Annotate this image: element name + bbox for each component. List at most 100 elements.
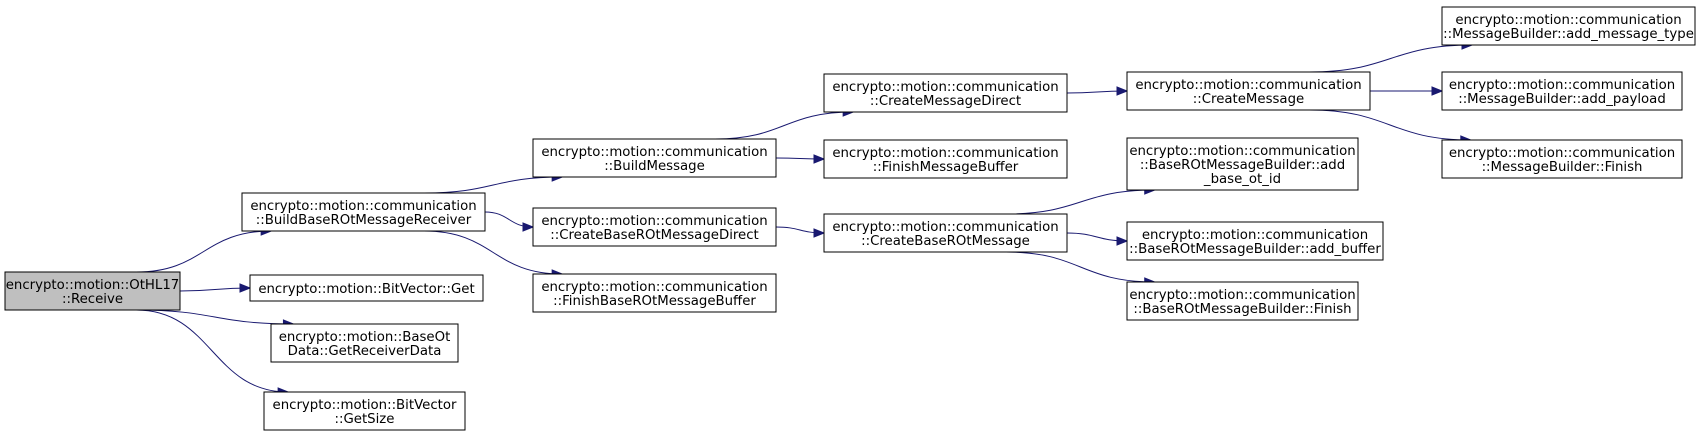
node-label-line: ::GetSize [335, 412, 395, 427]
node-mb-add-payload[interactable]: encrypto::motion::communication::Message… [1441, 71, 1683, 111]
edge-create-base-rot-msg-direct-to-create-base-rot-message [775, 226, 826, 238]
node-label-line: ::CreateBaseROtMessageDirect [550, 228, 759, 243]
node-label-line: _base_ot_id [1203, 172, 1281, 187]
node-receive[interactable]: encrypto::motion::OtHL17::Receive [4, 271, 181, 311]
node-bitvector-getsize[interactable]: encrypto::motion::BitVector::GetSize [263, 391, 466, 431]
node-box [532, 273, 777, 313]
edge-create-message-to-mb-add-message-type [1309, 40, 1474, 73]
node-box [1126, 71, 1371, 111]
node-label-line: encrypto::motion::communication [541, 214, 767, 229]
edge-arrowhead [813, 154, 826, 164]
edge-line [424, 230, 563, 275]
node-rot-finish[interactable]: encrypto::motion::communication::BaseROt… [1126, 281, 1359, 321]
edge-line [424, 176, 563, 194]
node-label-line: encrypto::motion::communication [1129, 144, 1355, 159]
node-rot-add-base-ot-id[interactable]: encrypto::motion::communication::BaseROt… [1126, 137, 1359, 191]
node-box [4, 271, 181, 311]
node-box [1441, 71, 1683, 111]
node-label-line: ::BaseROtMessageBuilder::add_buffer [1129, 242, 1381, 257]
node-box [1126, 281, 1359, 321]
node-label-line: encrypto::motion::communication [541, 145, 767, 160]
node-box [1441, 139, 1683, 179]
node-label-line: encrypto::motion::communication [832, 146, 1058, 161]
edge-line [1309, 44, 1473, 73]
node-label-line: ::MessageBuilder::add_payload [1458, 92, 1666, 107]
nodes-layer: encrypto::motion::OtHL17::Receiveencrypt… [4, 6, 1696, 431]
node-build-base-rot-msg-receiver[interactable]: encrypto::motion::communication::BuildBa… [241, 192, 486, 232]
edge-line [715, 111, 854, 140]
edge-line [1309, 109, 1471, 141]
node-label-line: encrypto::motion::communication [1455, 13, 1681, 28]
edge-build-message-to-finish-message-buffer [775, 154, 826, 164]
node-create-base-rot-message[interactable]: encrypto::motion::communication::CreateB… [823, 213, 1068, 253]
edge-arrowhead [522, 222, 535, 232]
node-box [263, 391, 466, 431]
node-label-line: ::BaseROtMessageBuilder::add [1140, 158, 1345, 173]
node-label-line: encrypto::motion::communication [1142, 228, 1368, 243]
node-label-line: ::FinishBaseROtMessageBuffer [553, 294, 756, 309]
node-label-line: ::MessageBuilder::Finish [1482, 160, 1643, 175]
node-mb-finish[interactable]: encrypto::motion::communication::Message… [1441, 139, 1683, 179]
node-rot-add-buffer[interactable]: encrypto::motion::communication::BaseROt… [1126, 221, 1384, 261]
node-box [241, 192, 486, 232]
node-finish-base-rot-msg-buffer[interactable]: encrypto::motion::communication::FinishB… [532, 273, 777, 313]
node-box [823, 139, 1068, 179]
node-label-line: ::Receive [62, 292, 123, 307]
edge-create-message-to-mb-add-payload [1370, 86, 1444, 96]
node-create-message-direct[interactable]: encrypto::motion::communication::CreateM… [823, 73, 1068, 113]
node-label-line: ::FinishMessageBuffer [873, 160, 1019, 175]
edge-line [1006, 251, 1155, 283]
node-label-line: ::BuildBaseROtMessageReceiver [256, 213, 472, 228]
node-label-line: encrypto::motion::communication [1135, 78, 1361, 93]
node-create-base-rot-msg-direct[interactable]: encrypto::motion::communication::CreateB… [532, 207, 777, 247]
node-label-line: ::CreateBaseROtMessage [861, 234, 1030, 249]
node-label-line: Data::GetReceiverData [288, 344, 442, 359]
edge-line [136, 309, 289, 393]
node-label-line: ::CreateMessageDirect [870, 94, 1021, 109]
node-label-line: encrypto::motion::communication [1449, 146, 1675, 161]
node-label-line: encrypto::motion::communication [250, 199, 476, 214]
edge-arrowhead [813, 228, 826, 238]
node-label-line: encrypto::motion::BitVector [273, 398, 457, 413]
edge-line [136, 230, 272, 273]
node-label-line: encrypto::motion::communication [1129, 288, 1355, 303]
node-box [532, 138, 777, 178]
node-label-line: encrypto::motion::communication [541, 280, 767, 295]
node-create-message[interactable]: encrypto::motion::communication::CreateM… [1126, 71, 1371, 111]
node-box [532, 207, 777, 247]
node-label-line: encrypto::motion::communication [832, 220, 1058, 235]
node-label-line: encrypto::motion::BaseOt [279, 330, 451, 345]
node-label-line: ::BaseROtMessageBuilder::Finish [1133, 302, 1351, 317]
node-label-line: encrypto::motion::communication [1449, 78, 1675, 93]
edge-arrowhead [239, 283, 252, 293]
node-box [249, 274, 484, 302]
node-finish-message-buffer[interactable]: encrypto::motion::communication::FinishM… [823, 139, 1068, 179]
edge-receive-to-bitvector-get [179, 283, 252, 293]
node-box [823, 213, 1068, 253]
node-box [270, 323, 459, 363]
node-label-line: ::MessageBuilder::add_message_type [1443, 27, 1694, 42]
node-label-line: ::CreateMessage [1193, 92, 1304, 107]
edge-arrowhead [1116, 236, 1129, 246]
edge-receive-to-build-base-rot-msg-receiver [136, 226, 273, 273]
node-bitvector-get[interactable]: encrypto::motion::BitVector::Get [249, 274, 484, 302]
edge-create-base-rot-message-to-rot-add-buffer [1066, 232, 1129, 246]
node-build-message[interactable]: encrypto::motion::communication::BuildMe… [532, 138, 777, 178]
edge-build-message-to-create-message-direct [715, 107, 855, 140]
node-get-receiver-data[interactable]: encrypto::motion::BaseOtData::GetReceive… [270, 323, 459, 363]
edge-arrowhead [1116, 86, 1129, 96]
node-mb-add-message-type[interactable]: encrypto::motion::communication::Message… [1441, 6, 1696, 46]
edge-build-base-rot-msg-receiver-to-create-base-rot-msg-direct [484, 211, 535, 232]
node-label-line: encrypto::motion::OtHL17 [6, 278, 180, 293]
edge-arrowhead [1431, 86, 1444, 96]
edge-create-message-direct-to-create-message [1066, 86, 1129, 96]
node-label-line: ::BuildMessage [604, 159, 705, 174]
node-box [1441, 6, 1696, 46]
node-label-line: encrypto::motion::communication [832, 80, 1058, 95]
node-box [1126, 221, 1384, 261]
node-label-line: encrypto::motion::BitVector::Get [258, 282, 474, 297]
edge-line [136, 309, 294, 325]
node-box [823, 73, 1068, 113]
edge-line [1006, 189, 1155, 215]
